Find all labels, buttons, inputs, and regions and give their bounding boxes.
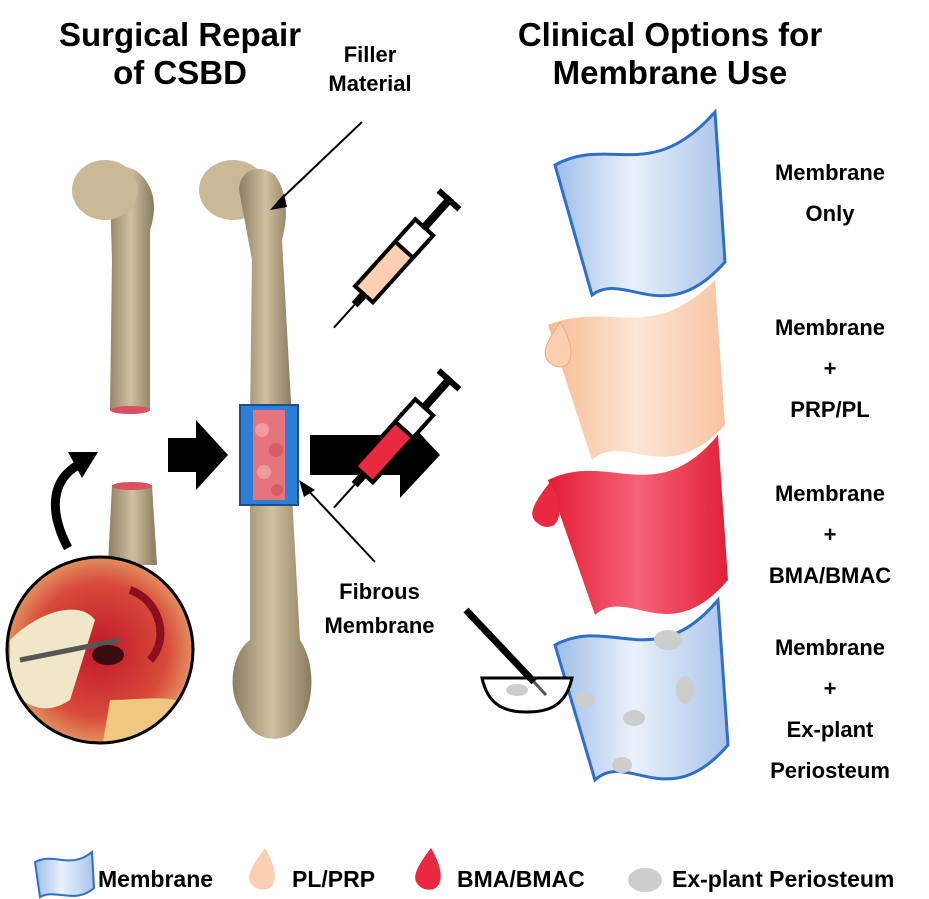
fibrous-membrane-label: Fibrous Membrane [312,575,447,643]
option-2-line2: + [745,348,915,389]
fibrous-label-line2: Membrane [312,609,447,643]
left-title: Surgical Repair of CSBD [20,16,340,92]
surgical-photo [7,557,200,760]
legend-pl-prp-label: PL/PRP [292,865,375,893]
left-title-line1: Surgical Repair [20,16,340,54]
pl-prp-drop-icon [249,848,275,890]
option-membrane-bma-bmac: Membrane + BMA/BMAC [745,473,915,596]
legend-membrane-label: Membrane [98,865,213,893]
left-title-line2: of CSBD [20,54,340,92]
legend-periosteum-label: Ex-plant Periosteum [672,865,894,893]
option-membrane-only: Membrane Only [745,152,915,234]
periosteum-fragment-icon [628,868,662,892]
option-3-line2: + [745,514,915,555]
block-arrow-left [168,420,228,490]
option-3-line3: BMA/BMAC [745,555,915,596]
membrane-sheet-bma [548,435,728,615]
option-2-line3: PRP/PL [745,389,915,430]
membrane-sheet-prp [548,280,725,460]
bowl-with-scalpel [466,610,572,712]
right-title: Clinical Options for Membrane Use [480,16,860,92]
legend-bma-bmac-label: BMA/BMAC [457,865,585,893]
filler-label-line1: Filler [325,40,415,69]
bma-bmac-drop-icon [415,848,441,890]
curved-arrow [55,465,78,548]
membrane-sheet-periosteum [555,600,728,780]
option-1-line1: Membrane [745,152,915,193]
option-1-line2: Only [745,193,915,234]
option-4-line1: Membrane [745,627,915,668]
option-membrane-periosteum: Membrane + Ex-plant Periosteum [745,627,915,791]
membrane-icon [35,852,94,897]
option-3-line1: Membrane [745,473,915,514]
option-2-line1: Membrane [745,307,915,348]
option-4-line3: Ex-plant [745,709,915,750]
membrane-sheet-only [555,112,725,296]
syringe-prp [323,188,461,337]
option-membrane-prp-pl: Membrane + PRP/PL [745,307,915,430]
right-title-line2: Membrane Use [480,54,860,92]
option-4-line4: Periosteum [745,750,915,791]
right-title-line1: Clinical Options for [480,16,860,54]
filler-material-label: Filler Material [325,40,415,98]
fibrous-pointer [305,487,375,562]
filler-pointer [278,122,362,202]
option-4-line2: + [745,668,915,709]
filler-label-line2: Material [325,69,415,98]
fibrous-label-line1: Fibrous [312,575,447,609]
fractured-femur [72,160,157,565]
